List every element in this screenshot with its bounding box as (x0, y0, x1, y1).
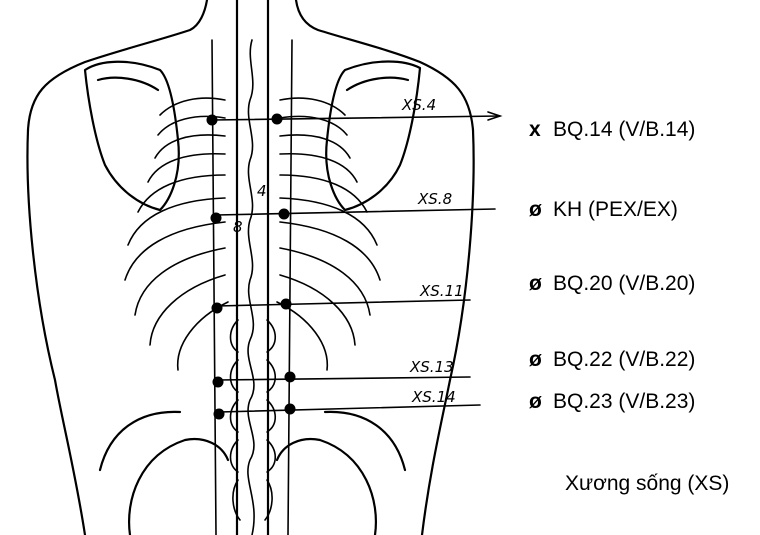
point-dot-bq22-right (285, 372, 296, 383)
point-label-bq20: BQ.20 (V/B.20) (553, 272, 695, 295)
point-label-bq23: BQ.23 (V/B.23) (553, 390, 695, 413)
point-dot-bq14-left (207, 115, 218, 126)
point-mark-bq14: x (529, 118, 541, 141)
point-label-kh: KH (PEX/EX) (553, 198, 678, 221)
leader-lines (212, 112, 500, 412)
point-mark-bq22: ø (529, 348, 542, 371)
vertebra-label-xs8: XS.8 (417, 190, 452, 208)
point-mark-bq23: ø (529, 390, 542, 413)
point-dot-bq22-left (213, 377, 224, 388)
small-number-4: 4 (257, 182, 267, 200)
vertebra-label-xs4: XS.4 (401, 96, 436, 114)
point-labels: x BQ.14 (V/B.14) ø KH (PEX/EX) ø BQ.20 (… (529, 118, 695, 413)
point-mark-bq20: ø (529, 272, 542, 295)
point-label-bq14: BQ.14 (V/B.14) (553, 118, 695, 141)
caption: Xương sống (XS) (565, 472, 729, 495)
point-label-bq22: BQ.22 (V/B.22) (553, 348, 695, 371)
point-dot-bq20-right (281, 299, 292, 310)
spine (231, 0, 276, 535)
point-dot-bq23-left (214, 409, 225, 420)
vertebra-label-xs11: XS.11 (419, 282, 464, 300)
point-dot-bq23-right (285, 404, 296, 415)
point-dot-bq20-left (212, 303, 223, 314)
vertebra-label-xs13: XS.13 (409, 358, 454, 376)
small-number-8: 8 (233, 218, 243, 236)
point-dot-kh-left (211, 213, 222, 224)
point-mark-kh: ø (529, 198, 542, 221)
vertebra-label-xs14: XS.14 (411, 388, 456, 406)
point-dot-kh-right (279, 209, 290, 220)
point-dot-bq14-right (272, 114, 283, 125)
pelvis (100, 412, 405, 535)
meridian-lines (212, 40, 292, 535)
